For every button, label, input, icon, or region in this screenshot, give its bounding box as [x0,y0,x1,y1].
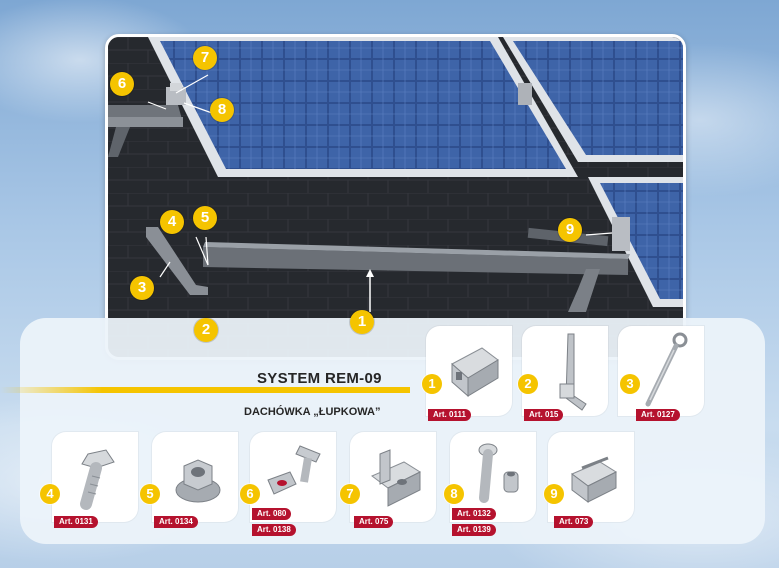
product-art-4: Art. 0131 [54,516,98,528]
callout-1: 1 [350,310,374,334]
product-number-3: 3 [620,374,640,394]
product-number-6: 6 [240,484,260,504]
product-art-6a: Art. 080 [252,508,292,520]
product-art-8b: Art. 0139 [452,524,496,536]
product-number-1: 1 [422,374,442,394]
callout-6: 6 [110,72,134,96]
callout-8: 8 [210,98,234,122]
product-card-2 [522,326,608,416]
hex-bolt-icon [80,449,115,510]
solar-mounting-illustration [108,37,683,357]
product-number-9: 9 [544,484,564,504]
product-art-9: Art. 073 [554,516,594,528]
end-clamp-icon [371,449,422,507]
product-card-5 [152,432,238,522]
installation-photo [105,34,686,360]
product-number-5: 5 [140,484,160,504]
product-art-2: Art. 015 [524,409,564,421]
system-title: SYSTEM REM-09 [257,370,382,387]
rail-profile-icon [451,347,499,398]
socket-bolt-nut-icon [478,443,519,503]
product-card-7 [350,432,436,522]
product-number-2: 2 [518,374,538,394]
product-number-4: 4 [40,484,60,504]
product-art-7: Art. 075 [354,516,394,528]
callout-5: 5 [193,206,217,230]
product-card-9 [548,432,634,522]
product-card-1 [426,326,512,416]
product-art-6b: Art. 0138 [252,524,296,536]
product-card-6 [250,432,336,522]
product-card-4 [52,432,138,522]
callout-2: 2 [194,318,218,342]
callout-7: 7 [193,46,217,70]
product-art-5: Art. 0134 [154,516,198,528]
product-card-3 [618,326,704,416]
eye-bolt-icon [645,332,688,407]
product-art-3: Art. 0127 [636,409,680,421]
roof-hook-icon [559,333,587,411]
product-number-7: 7 [340,484,360,504]
product-art-8a: Art. 0132 [452,508,496,520]
callout-9: 9 [558,218,582,242]
product-number-8: 8 [444,484,464,504]
callout-4: 4 [160,210,184,234]
mid-clamp-icon [571,456,618,503]
flange-nut-icon [175,459,221,503]
callout-3: 3 [130,276,154,300]
product-art-1: Art. 0111 [428,409,471,421]
t-bolt-slot-nut-icon [267,445,321,495]
product-card-8 [450,432,536,522]
title-underline [0,387,410,393]
system-subtitle: DACHÓWKA „ŁUPKOWA” [244,406,381,418]
